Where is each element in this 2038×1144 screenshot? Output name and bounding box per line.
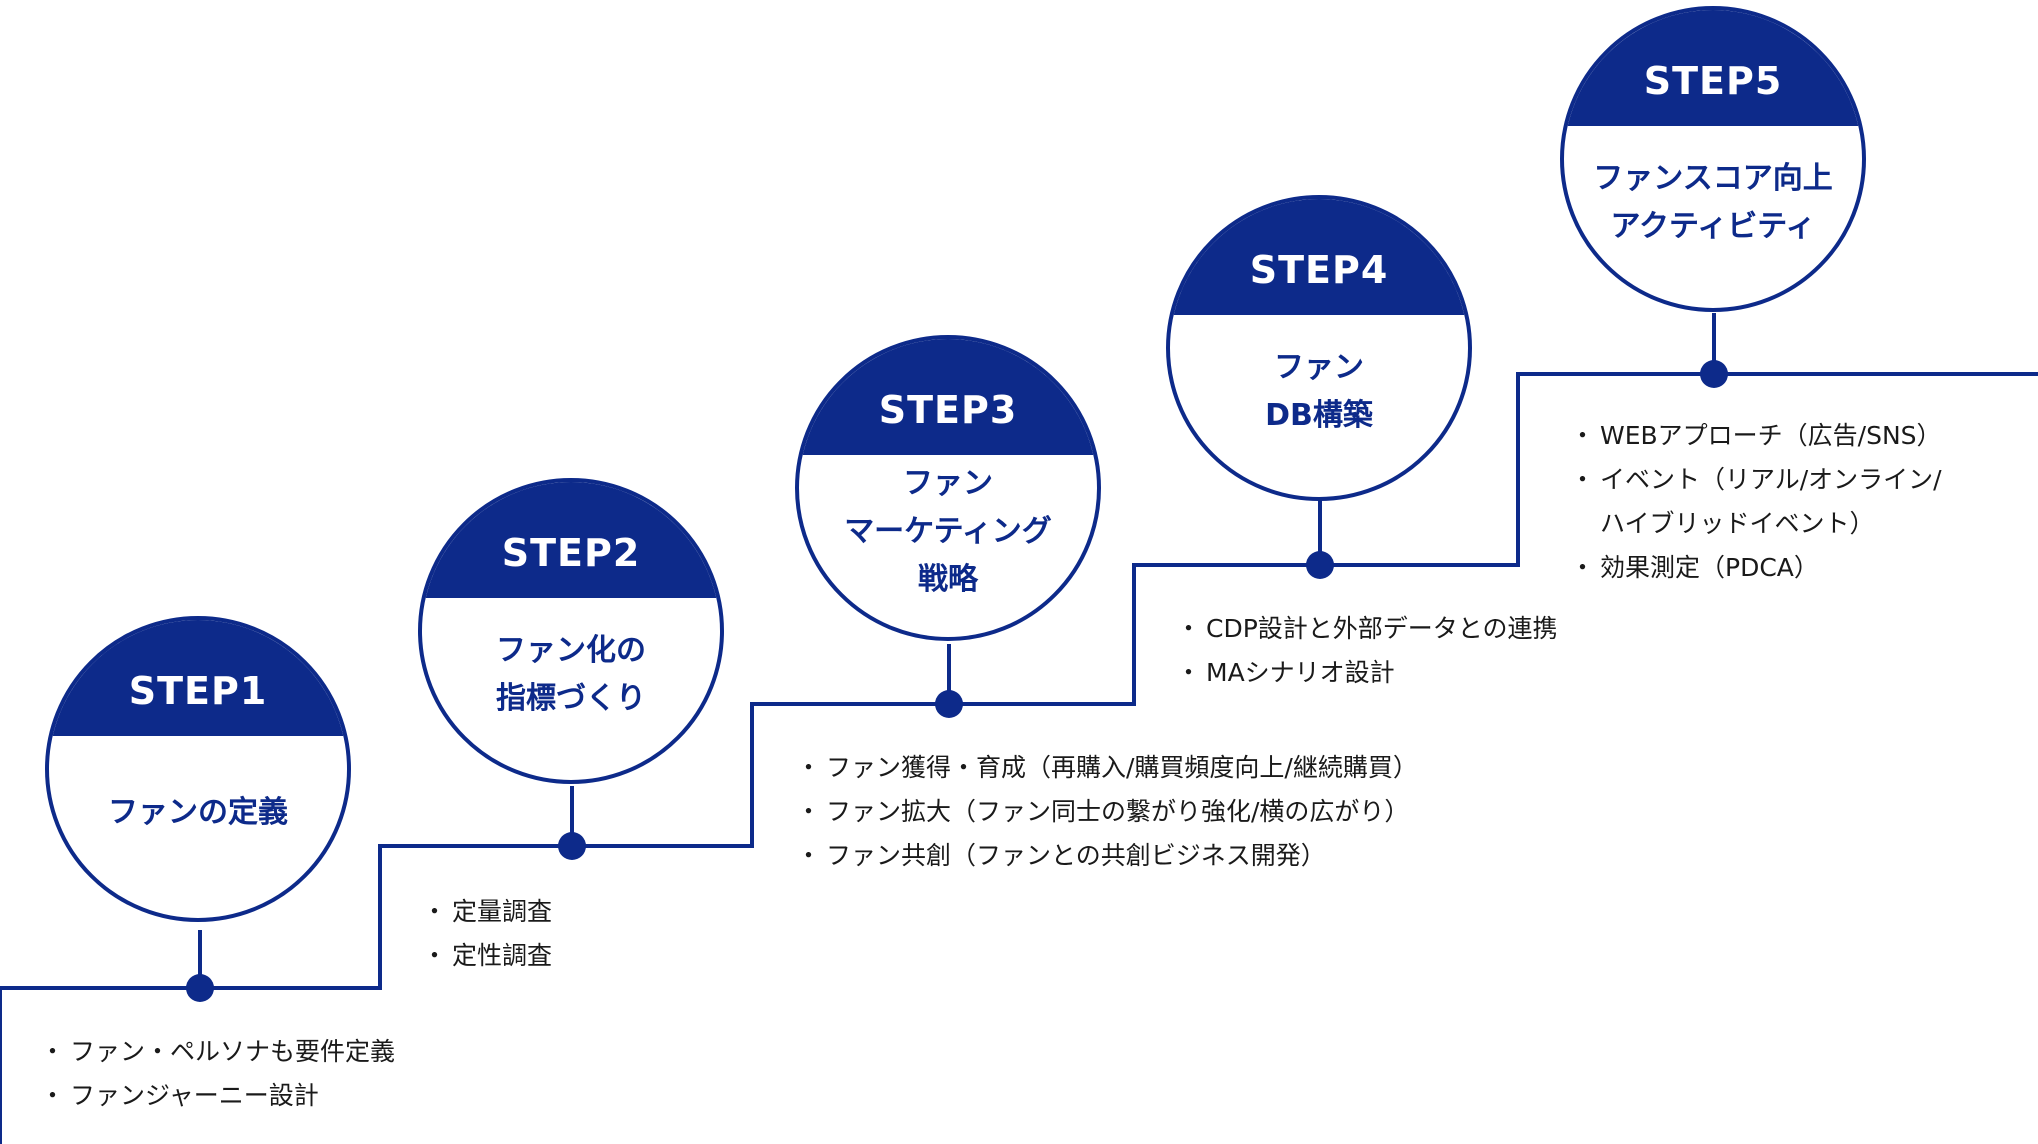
- step5-bullet-list: WEBアプローチ（広告/SNS） イベント（リアル/オンライン/ ハイブリッドイ…: [1570, 414, 1942, 590]
- step5-title-line: ファンスコア向上: [1593, 161, 1833, 196]
- step1-header: [49, 620, 347, 736]
- step1-bullet: ファン・ペルソナも要件定義: [40, 1030, 395, 1074]
- step2-bullet: 定性調査: [422, 934, 552, 978]
- staircase-line: [0, 372, 2038, 1144]
- step2-header: [422, 482, 720, 598]
- step1-bullet-list: ファン・ペルソナも要件定義 ファンジャーニー設計: [40, 1030, 395, 1118]
- step2-title: ファン化の 指標づくり: [422, 598, 720, 780]
- step5-circle: STEP5 ファンスコア向上 アクティビティ: [1560, 6, 1866, 312]
- step4-title: ファン DB構築: [1170, 315, 1468, 497]
- step1-node-dot: [186, 974, 214, 1002]
- step5-bullet: 効果測定（PDCA）: [1570, 546, 1942, 590]
- step2-label: STEP2: [501, 531, 641, 575]
- step3-bullet: ファン獲得・育成（再購入/購買頻度向上/継続購買）: [796, 746, 1418, 790]
- step3-bullet: ファン拡大（ファン同士の繋がり強化/横の広がり）: [796, 790, 1418, 834]
- step5-bullet-continuation: ハイブリッドイベント）: [1600, 509, 1875, 538]
- step1-title: ファンの定義: [49, 736, 347, 918]
- step4-bullet: MAシナリオ設計: [1176, 651, 1558, 695]
- step4-header: [1170, 199, 1468, 315]
- step4-title-line: DB構築: [1265, 398, 1373, 433]
- step2-title-line: 指標づくり: [496, 681, 646, 716]
- step3-label: STEP3: [878, 388, 1018, 432]
- step3-header: [799, 339, 1097, 455]
- step2-circle: STEP2 ファン化の 指標づくり: [418, 478, 724, 784]
- step5-bullet: WEBアプローチ（広告/SNS）: [1570, 414, 1942, 458]
- step2-bullet: 定量調査: [422, 890, 552, 934]
- step5-bullet: イベント（リアル/オンライン/: [1570, 458, 1942, 502]
- step5-title-line: アクティビティ: [1610, 209, 1816, 244]
- step2-node-dot: [558, 832, 586, 860]
- step1-bullet: ファンジャーニー設計: [40, 1074, 395, 1118]
- step5-title: ファンスコア向上 アクティビティ: [1564, 126, 1862, 308]
- step5-node-dot: [1700, 360, 1728, 388]
- step3-title-line: ファン: [903, 466, 993, 501]
- step3-title-line: 戦略: [918, 562, 978, 597]
- step4-bullet-list: CDP設計と外部データとの連携 MAシナリオ設計: [1176, 607, 1558, 695]
- step3-node-dot: [935, 690, 963, 718]
- step2-title-line: ファン化の: [496, 633, 646, 668]
- step1-circle: STEP1 ファンの定義: [45, 616, 351, 922]
- step3-title-line: マーケティング: [844, 514, 1052, 549]
- step4-circle: STEP4 ファン DB構築: [1166, 195, 1472, 501]
- step4-node-dot: [1306, 551, 1334, 579]
- step1-label: STEP1: [128, 669, 268, 713]
- step3-bullet-list: ファン獲得・育成（再購入/購買頻度向上/継続購買） ファン拡大（ファン同士の繋が…: [796, 746, 1418, 878]
- step5-header: [1564, 10, 1862, 126]
- step5-label: STEP5: [1643, 59, 1783, 103]
- step3-bullet: ファン共創（ファンとの共創ビジネス開発）: [796, 834, 1418, 878]
- step4-bullet: CDP設計と外部データとの連携: [1176, 607, 1558, 651]
- step4-label: STEP4: [1249, 248, 1389, 292]
- step3-title: ファン マーケティング 戦略: [799, 455, 1097, 637]
- step1-title-line: ファンの定義: [108, 795, 288, 830]
- step3-circle: STEP3 ファン マーケティング 戦略: [795, 335, 1101, 641]
- step4-title-line: ファン: [1274, 350, 1364, 385]
- step2-bullet-list: 定量調査 定性調査: [422, 890, 552, 978]
